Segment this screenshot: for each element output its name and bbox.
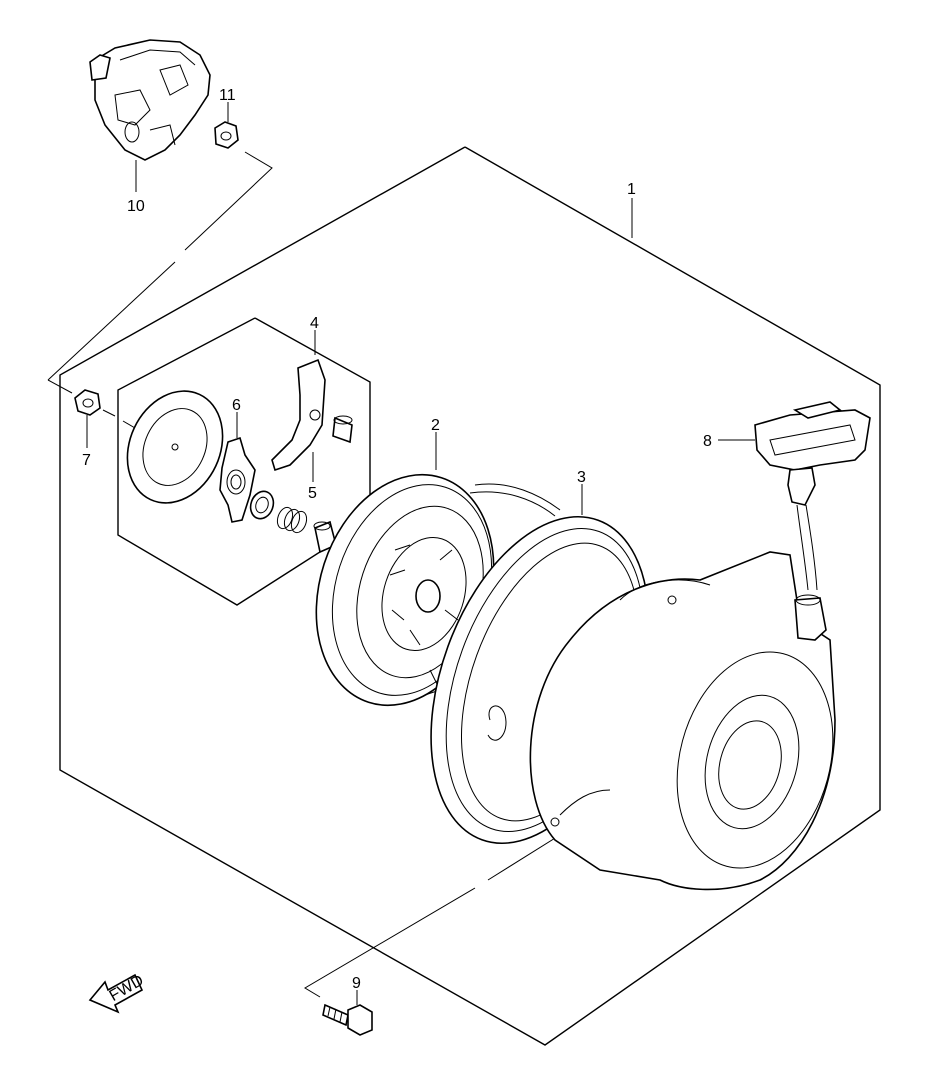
callout-labels: 1 2 3 4 5 6 7 8 9 10 11 bbox=[82, 87, 712, 992]
forward-direction-arrow: FWD bbox=[88, 972, 147, 1014]
callout-7: 7 bbox=[82, 452, 91, 469]
callout-6: 6 bbox=[232, 397, 241, 414]
callout-3: 3 bbox=[577, 469, 586, 486]
starter-handle-part-8 bbox=[754, 401, 871, 641]
callout-5: 5 bbox=[308, 485, 317, 502]
friction-plate bbox=[126, 390, 224, 504]
callout-4: 4 bbox=[310, 315, 319, 332]
subassembly-boundary bbox=[117, 317, 371, 606]
spring bbox=[276, 506, 308, 534]
fwd-label: FWD bbox=[107, 972, 147, 1005]
assembly-boundary bbox=[59, 146, 881, 1046]
callout-8: 8 bbox=[703, 433, 712, 450]
bolt-part-9 bbox=[322, 1003, 373, 1036]
washer bbox=[249, 490, 275, 520]
drive-pulley-part-10 bbox=[89, 39, 211, 161]
nut-part-7 bbox=[74, 389, 101, 416]
pin bbox=[332, 415, 353, 444]
nut-part-11 bbox=[214, 121, 239, 149]
callout-11: 11 bbox=[219, 87, 236, 104]
ratchet-part-4 bbox=[271, 358, 326, 472]
callout-9: 9 bbox=[352, 975, 361, 992]
guide-plate-part-6 bbox=[219, 436, 256, 523]
callout-leaders bbox=[86, 102, 755, 1005]
callout-2: 2 bbox=[431, 417, 440, 434]
callout-1: 1 bbox=[627, 181, 636, 198]
starter-case bbox=[529, 551, 836, 891]
callout-10: 10 bbox=[127, 198, 145, 215]
leader-lines bbox=[47, 151, 569, 998]
